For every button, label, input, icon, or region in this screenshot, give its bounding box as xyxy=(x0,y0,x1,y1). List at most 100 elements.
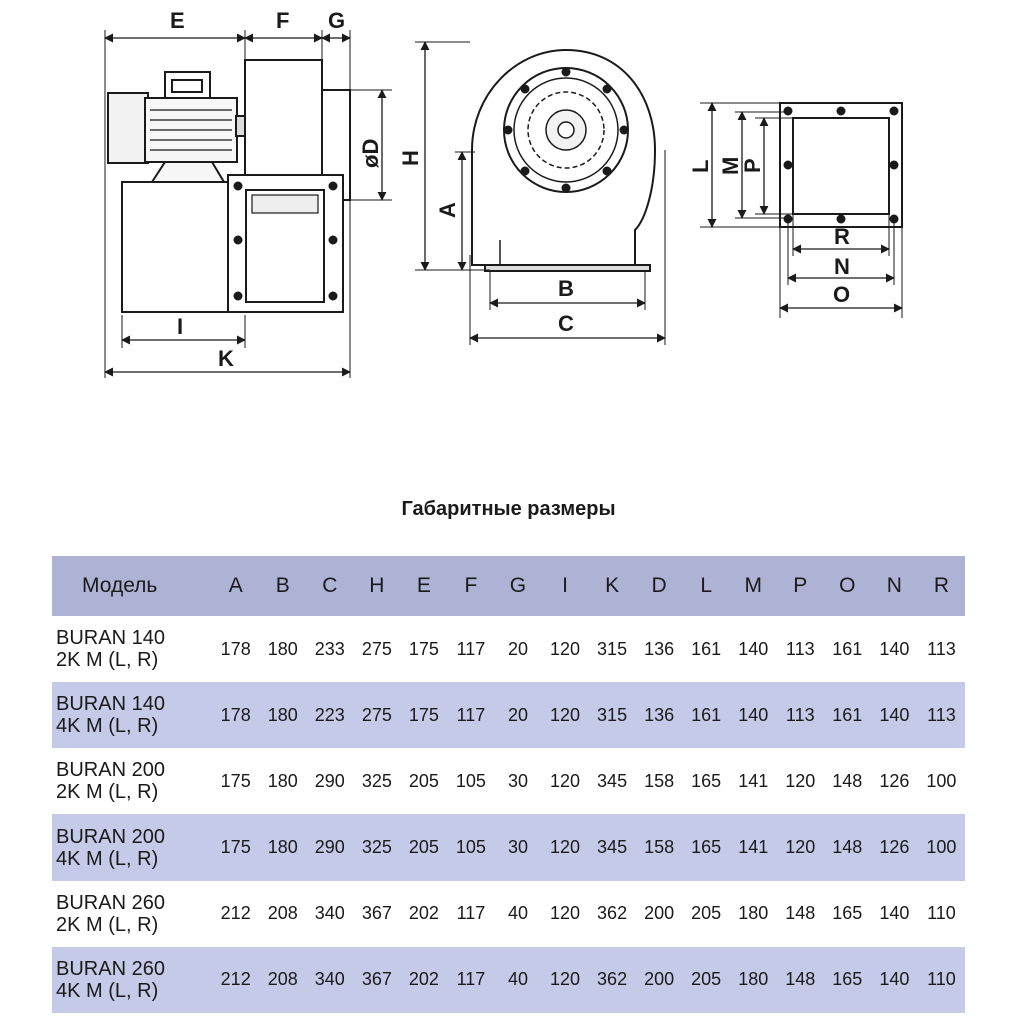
value-cell-m: 141 xyxy=(729,748,777,815)
value-cell-p: 113 xyxy=(776,682,824,749)
value-cell-d: 136 xyxy=(635,616,683,683)
value-cell-o: 161 xyxy=(823,616,871,683)
value-cell-h: 275 xyxy=(353,682,401,749)
value-cell-f: 117 xyxy=(447,880,495,947)
section-title: Габаритные размеры xyxy=(401,498,616,520)
value-cell-f: 117 xyxy=(447,946,495,1013)
value-cell-p: 148 xyxy=(776,880,824,947)
side-view-drawing xyxy=(104,30,392,378)
value-cell-g: 40 xyxy=(494,946,542,1013)
dim-label-e: E xyxy=(170,8,185,33)
value-cell-c: 223 xyxy=(306,682,354,749)
column-header-g: G xyxy=(494,556,542,616)
value-cell-e: 202 xyxy=(400,946,448,1013)
value-cell-e: 205 xyxy=(400,814,448,881)
value-cell-o: 148 xyxy=(823,814,871,881)
dim-label-l: L xyxy=(688,160,713,173)
value-cell-k: 345 xyxy=(588,748,636,815)
value-cell-o: 148 xyxy=(823,748,871,815)
column-header-i: I xyxy=(541,556,589,616)
value-cell-r: 100 xyxy=(917,748,965,815)
value-cell-i: 120 xyxy=(541,946,589,1013)
column-header-o: O xyxy=(823,556,871,616)
dim-label-d: øD xyxy=(358,139,383,168)
value-cell-c: 290 xyxy=(306,814,354,881)
value-cell-n: 140 xyxy=(870,616,918,683)
value-cell-p: 120 xyxy=(776,814,824,881)
value-cell-r: 100 xyxy=(917,814,965,881)
dim-label-a: A xyxy=(435,202,460,218)
value-cell-o: 165 xyxy=(823,880,871,947)
value-cell-i: 120 xyxy=(541,814,589,881)
value-cell-o: 165 xyxy=(823,946,871,1013)
value-cell-h: 367 xyxy=(353,946,401,1013)
value-cell-l: 161 xyxy=(682,682,730,749)
value-cell-p: 148 xyxy=(776,946,824,1013)
column-header-a: A xyxy=(212,556,260,616)
value-cell-m: 141 xyxy=(729,814,777,881)
value-cell-c: 290 xyxy=(306,748,354,815)
model-variant-line: 4K M (L, R) xyxy=(56,979,159,1002)
model-name-line: BURAN 140 xyxy=(56,693,165,716)
dim-label-g: G xyxy=(328,8,345,33)
dim-label-i: I xyxy=(177,314,183,339)
model-name-line: BURAN 260 xyxy=(56,957,165,980)
dim-label-h: H xyxy=(398,150,423,166)
value-cell-m: 180 xyxy=(729,880,777,947)
model-variant-line: 2K M (L, R) xyxy=(56,649,159,672)
dim-label-r: R xyxy=(834,224,850,249)
model-variant-line: 4K M (L, R) xyxy=(56,715,159,738)
value-cell-a: 178 xyxy=(212,616,260,683)
value-cell-n: 140 xyxy=(870,880,918,947)
value-cell-b: 180 xyxy=(259,748,307,815)
column-header-model: Модель xyxy=(52,556,213,616)
value-cell-m: 140 xyxy=(729,616,777,683)
column-header-c: C xyxy=(306,556,354,616)
value-cell-a: 178 xyxy=(212,682,260,749)
model-name-line: BURAN 200 xyxy=(56,759,165,782)
dim-label-f: F xyxy=(276,8,289,33)
value-cell-k: 362 xyxy=(588,946,636,1013)
value-cell-p: 120 xyxy=(776,748,824,815)
column-header-p: P xyxy=(776,556,824,616)
flange-view-drawing xyxy=(700,102,903,318)
column-header-n: N xyxy=(870,556,918,616)
value-cell-f: 105 xyxy=(447,814,495,881)
dim-label-k: K xyxy=(218,346,234,371)
model-variant-line: 2K M (L, R) xyxy=(56,781,159,804)
value-cell-l: 165 xyxy=(682,814,730,881)
value-cell-l: 165 xyxy=(682,748,730,815)
technical-drawings: E F G øD I K H A B xyxy=(104,8,903,378)
value-cell-r: 110 xyxy=(917,946,965,1013)
value-cell-m: 180 xyxy=(729,946,777,1013)
model-variant-line: 2K M (L, R) xyxy=(56,913,159,936)
value-cell-g: 30 xyxy=(494,814,542,881)
value-cell-f: 105 xyxy=(447,748,495,815)
value-cell-b: 208 xyxy=(259,880,307,947)
value-cell-c: 340 xyxy=(306,880,354,947)
value-cell-e: 202 xyxy=(400,880,448,947)
column-header-b: B xyxy=(259,556,307,616)
value-cell-i: 120 xyxy=(541,748,589,815)
value-cell-l: 205 xyxy=(682,946,730,1013)
column-header-l: L xyxy=(682,556,730,616)
value-cell-d: 136 xyxy=(635,682,683,749)
value-cell-h: 367 xyxy=(353,880,401,947)
value-cell-r: 113 xyxy=(917,682,965,749)
value-cell-e: 205 xyxy=(400,748,448,815)
value-cell-i: 120 xyxy=(541,616,589,683)
model-name-line: BURAN 140 xyxy=(56,627,165,650)
value-cell-k: 362 xyxy=(588,880,636,947)
column-header-m: M xyxy=(729,556,777,616)
model-name-line: BURAN 200 xyxy=(56,825,165,848)
value-cell-c: 233 xyxy=(306,616,354,683)
